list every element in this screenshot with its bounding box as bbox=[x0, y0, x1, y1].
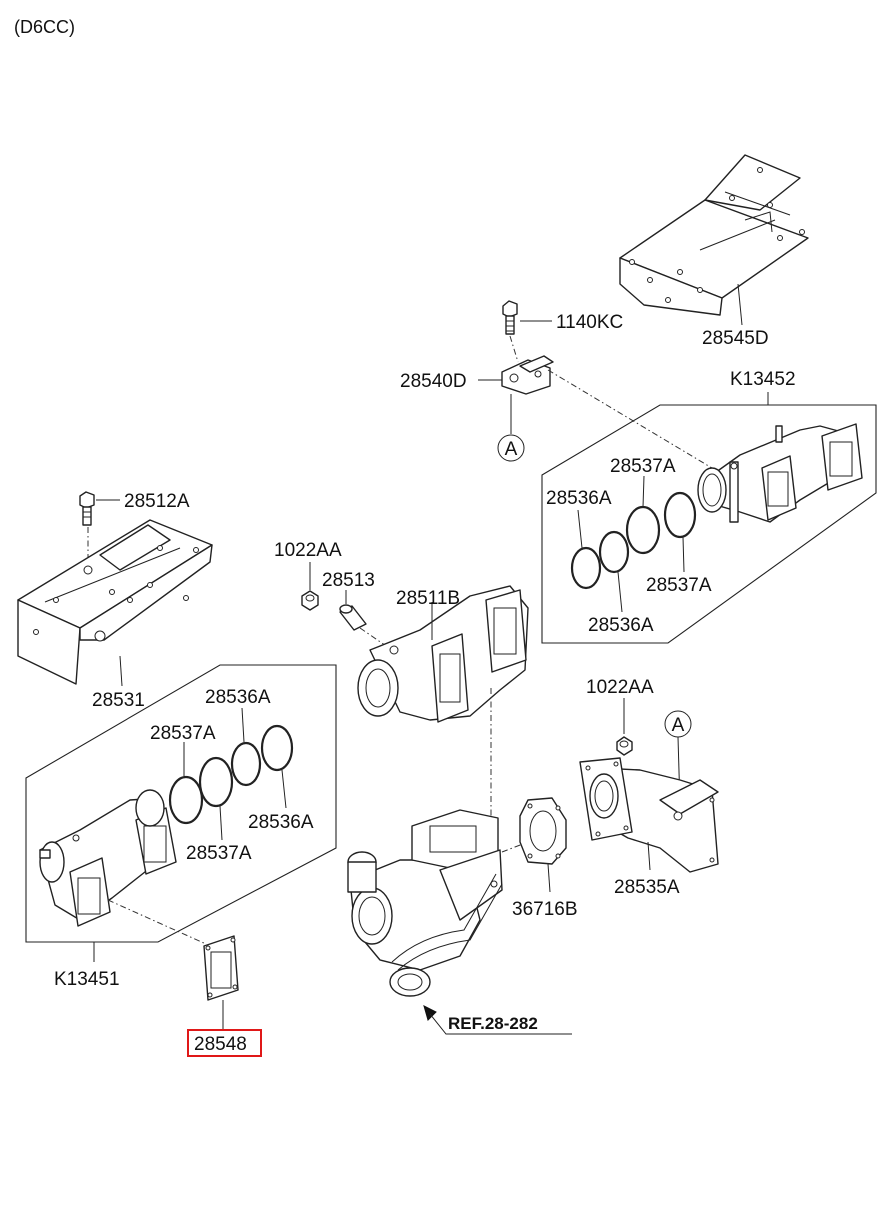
label-28536a-a: 28536A bbox=[546, 488, 612, 509]
label-28537a-b: 28537A bbox=[646, 575, 712, 596]
gasket-ring-28537a-b bbox=[663, 491, 697, 539]
label-1140kc: 1140KC bbox=[556, 312, 623, 333]
label-28537a-a: 28537A bbox=[610, 456, 676, 477]
seal-ring-28536a-c bbox=[230, 741, 262, 787]
label-28536a-b: 28536A bbox=[588, 615, 654, 636]
label-28540d: 28540D bbox=[400, 371, 467, 392]
heat-shield-28531 bbox=[17, 519, 213, 685]
gasket-28548 bbox=[203, 935, 239, 1001]
label-28512a: 28512A bbox=[124, 491, 190, 512]
exhaust-manifold-k13451 bbox=[39, 789, 177, 927]
label-1022aa-b: 1022AA bbox=[586, 677, 654, 698]
seal-ring-28536a-b bbox=[598, 530, 630, 574]
label-28536a-d: 28536A bbox=[248, 812, 314, 833]
gasket-36716b bbox=[519, 797, 567, 865]
seal-ring-28536a-d bbox=[260, 724, 294, 772]
turbocharger bbox=[347, 809, 503, 997]
exhaust-manifold-k13452 bbox=[697, 423, 863, 523]
nut-1022aa-b bbox=[616, 736, 633, 756]
label-36716b: 36716B bbox=[512, 899, 578, 920]
stud-28513 bbox=[339, 604, 367, 631]
engine-code: (D6CC) bbox=[14, 17, 75, 37]
reference-circle-a-top bbox=[497, 434, 525, 462]
label-1022aa-a: 1022AA bbox=[274, 540, 342, 561]
label-28513: 28513 bbox=[322, 570, 375, 591]
reference-a-bottom: A bbox=[672, 715, 685, 736]
highlight-box-28548 bbox=[187, 1029, 262, 1057]
gasket-ring-28537a-c bbox=[168, 775, 204, 825]
label-28548: 28548 bbox=[194, 1034, 247, 1055]
turbo-outlet-housing-28511b bbox=[357, 585, 529, 723]
label-28536a-c: 28536A bbox=[205, 687, 271, 708]
reference-28-282: REF.28-282 bbox=[448, 1014, 538, 1033]
reference-arrow bbox=[423, 1005, 572, 1035]
label-28537a-d: 28537A bbox=[186, 843, 252, 864]
label-28531: 28531 bbox=[92, 690, 145, 711]
gasket-ring-28537a-d bbox=[198, 756, 234, 808]
label-28511b: 28511B bbox=[396, 588, 460, 609]
label-k13451: K13451 bbox=[54, 969, 120, 990]
label-28535a: 28535A bbox=[614, 877, 680, 898]
label-k13452: K13452 bbox=[730, 369, 796, 390]
reference-a-top: A bbox=[505, 439, 518, 460]
heat-shield-28545d bbox=[619, 154, 809, 316]
exhaust-elbow-28535a bbox=[579, 757, 719, 873]
bolt-1140kc bbox=[502, 300, 518, 335]
bolt-28512a bbox=[79, 491, 95, 526]
label-28545d: 28545D bbox=[702, 328, 769, 349]
gasket-ring-28537a-a bbox=[625, 505, 661, 555]
label-28537a-c: 28537A bbox=[150, 723, 216, 744]
bracket-28540d bbox=[501, 355, 554, 395]
seal-ring-28536a-a bbox=[570, 546, 602, 590]
